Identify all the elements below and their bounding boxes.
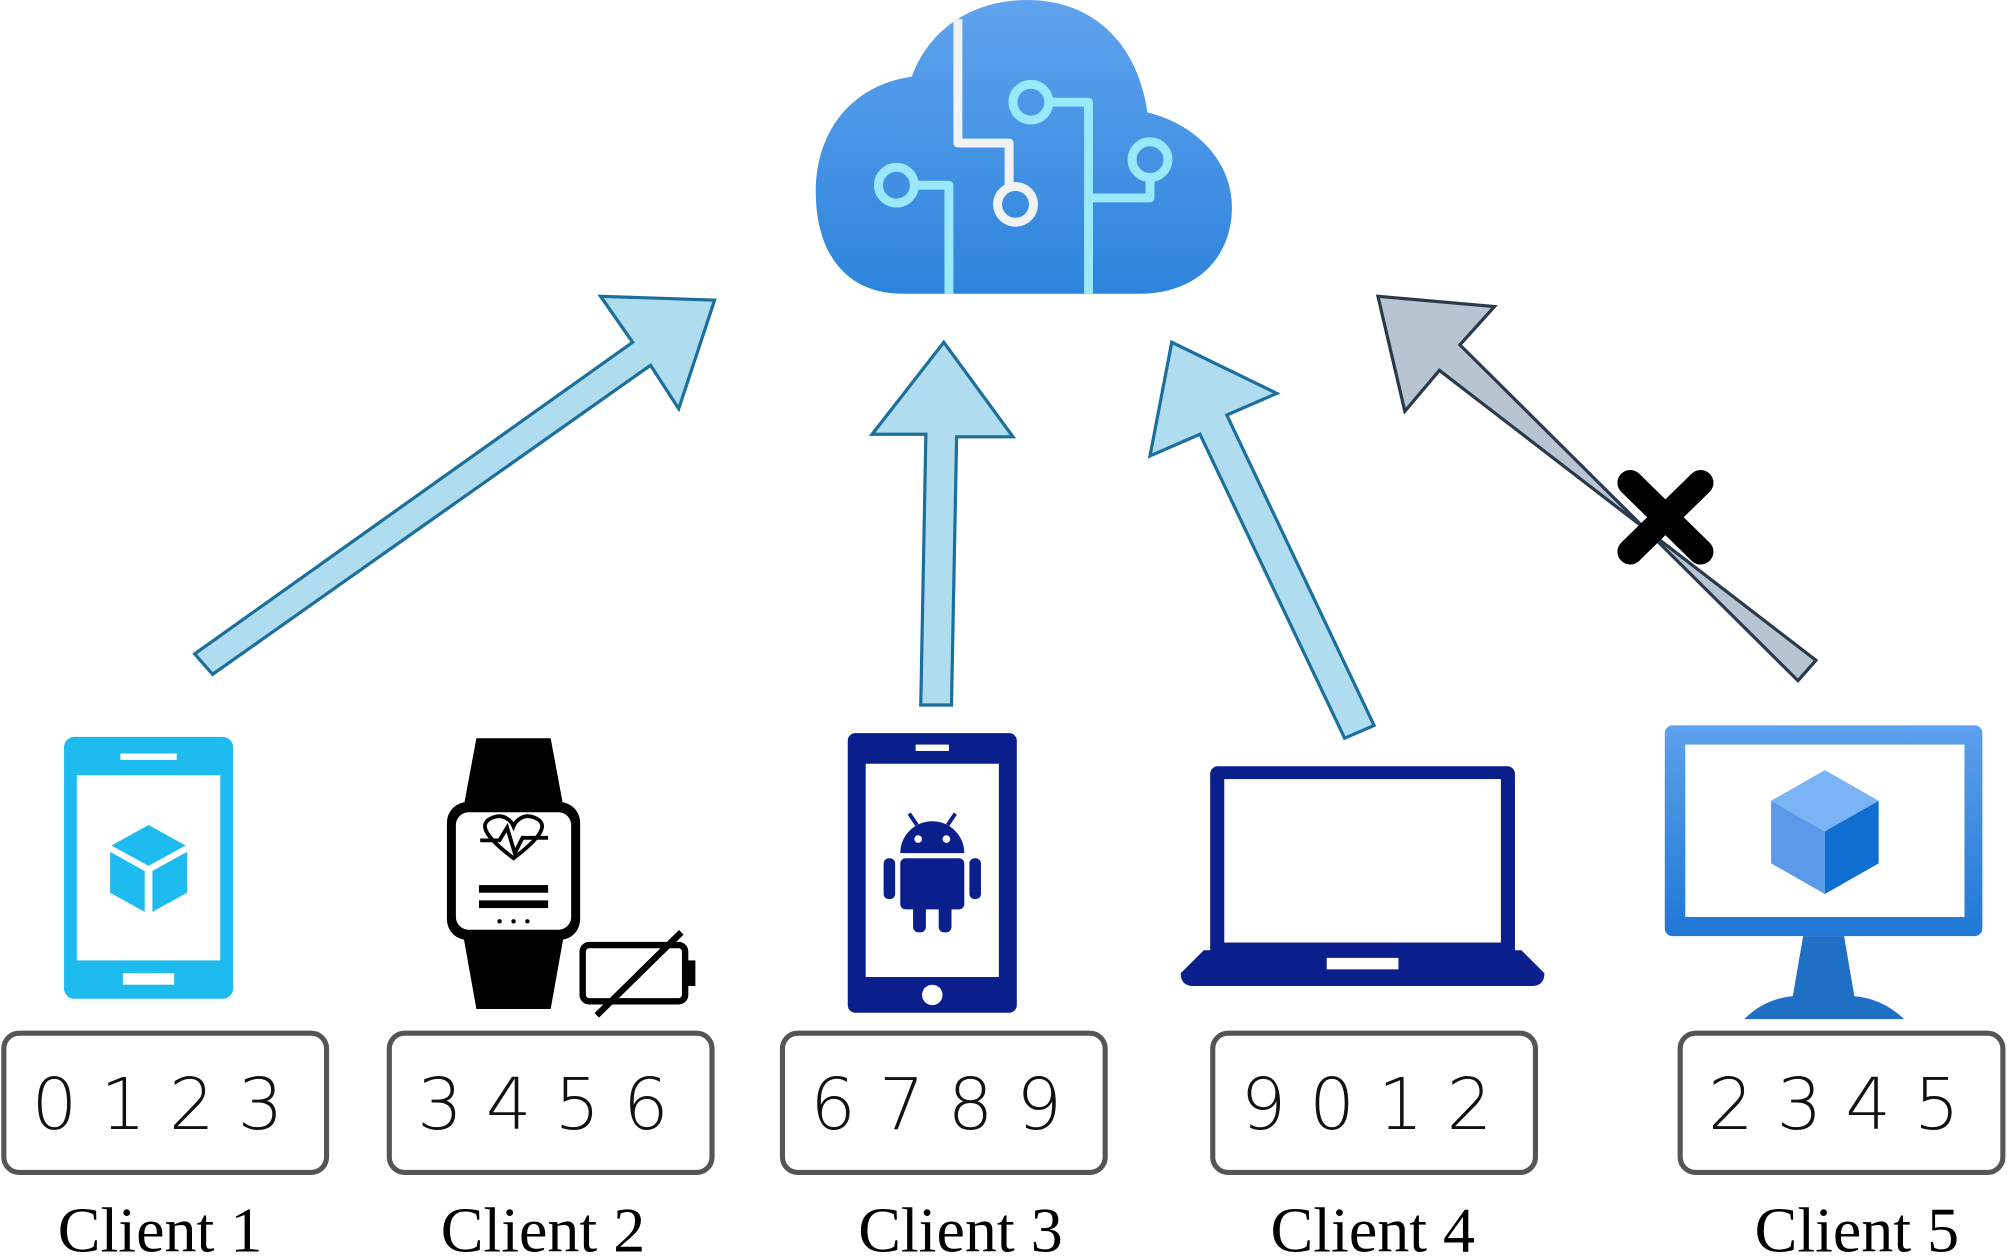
tablet-cube-icon	[64, 736, 234, 999]
blocked-x-icon	[1617, 469, 1714, 565]
client-3-label: Client 3	[858, 1195, 1063, 1258]
client-2-data: 3456	[417, 1063, 692, 1146]
client-3-data-box: 6789	[779, 1030, 1108, 1175]
client-4-data: 9012	[1241, 1063, 1516, 1146]
client-1-label: Client 1	[58, 1195, 263, 1258]
client-5-data: 2345	[1708, 1063, 1983, 1146]
monitor-cube-icon	[1664, 725, 1983, 1020]
client-1-data-box: 0123	[1, 1030, 330, 1175]
client-2-data-box: 3456	[386, 1030, 715, 1175]
client-4-data-box: 9012	[1210, 1030, 1539, 1175]
smartwatch-low-battery-icon: • • •	[446, 738, 696, 1018]
client-5-data-box: 2345	[1677, 1030, 2006, 1175]
blocked-arrow-client-5	[1375, 294, 1819, 684]
upload-arrow-client-1	[192, 294, 717, 677]
client-1-data: 0123	[32, 1063, 307, 1146]
svg-text:• • •: • • •	[495, 913, 532, 931]
laptop-icon	[1180, 766, 1545, 986]
client-5-label: Client 5	[1755, 1195, 1960, 1258]
upload-arrow-client-4	[1147, 339, 1377, 741]
client-3-data: 6789	[810, 1063, 1085, 1146]
client-4-label: Client 4	[1271, 1195, 1476, 1258]
android-phone-icon	[847, 733, 1017, 1013]
cloud-circuit-icon	[815, 0, 1232, 294]
upload-arrow-client-3	[868, 339, 1017, 707]
client-2-label: Client 2	[441, 1195, 646, 1258]
